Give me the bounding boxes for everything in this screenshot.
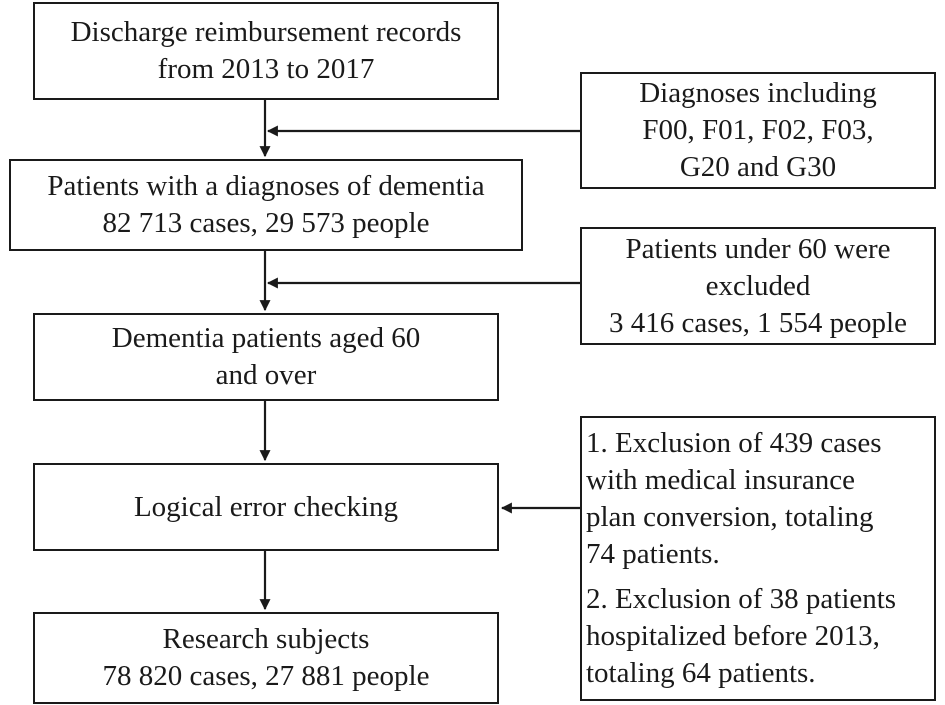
step-dementia-diagnoses: Patients with a diagnoses of dementia 82… <box>9 159 523 251</box>
box-text-line: and over <box>215 359 317 391</box>
box-text-line: 1. Exclusion of 439 cases <box>586 427 882 459</box>
exclusion-item-2: 2. Exclusion of 38 patients hospitalized… <box>586 581 934 692</box>
box-text-line: 2. Exclusion of 38 patients <box>586 583 897 615</box>
box-text-line: 74 patients. <box>586 538 720 570</box>
side-diagnoses-codes: Diagnoses including F00, F01, F02, F03, … <box>580 72 936 189</box>
step-discharge-records: Discharge reimbursement records from 201… <box>33 2 499 100</box>
box-text-line: from 2013 to 2017 <box>157 53 375 85</box>
box-text-line: Discharge reimbursement records <box>70 16 462 48</box>
box-text-line: Research subjects <box>162 623 370 655</box>
box-text-line: Patients under 60 were <box>625 232 891 265</box>
box-text-line: Logical error checking <box>133 490 399 523</box>
box-text-line: F00, F01, F02, F03, <box>642 114 874 146</box>
box-text-line: Diagnoses including <box>639 77 877 109</box>
exclusion-item-1: 1. Exclusion of 439 cases with medical i… <box>586 425 934 573</box>
box-text-line: with medical insurance <box>586 464 855 496</box>
step-research-subjects: Research subjects 78 820 cases, 27 881 p… <box>33 612 499 704</box>
box-text-line: 78 820 cases, 27 881 people <box>102 660 430 692</box>
step-logical-error-checking: Logical error checking <box>33 463 499 551</box>
side-exclusions: 1. Exclusion of 439 cases with medical i… <box>580 416 936 701</box>
step-aged-60-over: Dementia patients aged 60 and over <box>33 313 499 401</box>
box-text-line: 82 713 cases, 29 573 people <box>102 207 430 239</box>
box-text-line: G20 and G30 <box>679 151 837 183</box>
box-text-line: Patients with a diagnoses of dementia <box>47 170 485 202</box>
side-under-60-excluded: Patients under 60 were excluded 3 416 ca… <box>580 227 936 345</box>
box-text-line: plan conversion, totaling <box>586 501 874 533</box>
box-text-line: excluded <box>705 269 811 302</box>
box-text-line: totaling 64 patients. <box>586 657 816 689</box>
box-text-line: 3 416 cases, 1 554 people <box>609 306 907 339</box>
box-text-line: hospitalized before 2013, <box>586 620 880 652</box>
box-text-line: Dementia patients aged 60 <box>111 322 421 354</box>
